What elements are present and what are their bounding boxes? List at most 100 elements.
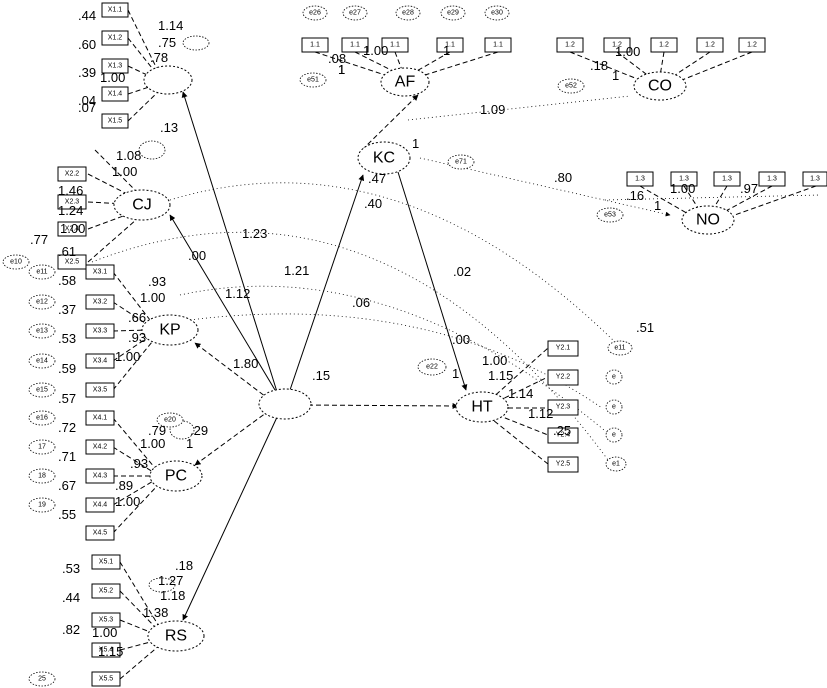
coef-struct-10: .00 bbox=[452, 332, 470, 347]
indicator-x5-5 bbox=[91, 671, 121, 687]
indicator-x3-2-label: X3.2 bbox=[93, 299, 108, 306]
coef-af-3: 1 bbox=[338, 62, 345, 77]
indicator-af-3 bbox=[381, 37, 409, 53]
indicator-co-3 bbox=[650, 37, 678, 53]
indicator-x2-3-label: X2.3 bbox=[65, 199, 80, 206]
latent-af-label: AF bbox=[395, 74, 416, 91]
coef-f-cov: .13 bbox=[160, 120, 178, 135]
indicator-af-2-label: 1.1 bbox=[350, 42, 360, 49]
latent-variables: AF CO KC NO CJ KP PC R bbox=[113, 65, 735, 652]
indicator-x5-5-label: X5.5 bbox=[99, 676, 114, 683]
error-e52-label: e52 bbox=[565, 83, 577, 90]
indicator-y2-5 bbox=[547, 456, 579, 473]
link-cj-5 bbox=[87, 211, 146, 263]
indicator-x3-5 bbox=[85, 382, 115, 398]
latent-rs-label: RS bbox=[165, 628, 187, 645]
indicator-y2-4 bbox=[547, 427, 579, 444]
coef-one-2: 1 bbox=[452, 366, 459, 381]
error-rs-res bbox=[148, 577, 176, 593]
indicator-x4-2-label: X4.2 bbox=[93, 444, 108, 451]
link-pc-5 bbox=[112, 484, 159, 534]
coef-pc-8: .67 bbox=[58, 478, 76, 493]
coef-kp-2: 1.00 bbox=[140, 290, 165, 305]
latent-ht-label: HT bbox=[471, 399, 493, 416]
coef-no-3: .97 bbox=[740, 181, 758, 196]
path-center-to-kp bbox=[194, 342, 271, 401]
indicators-no: 1.3 1.3 1.3 1.3 1.3 bbox=[626, 171, 827, 187]
path-center-to-ht bbox=[299, 402, 459, 409]
error-terms: e26 e27 e28 e29 e30 e51 e52 e53 e71 e22 … bbox=[2, 5, 633, 687]
link-af-5 bbox=[424, 51, 499, 76]
latent-no-label: NO bbox=[696, 212, 720, 229]
coef-af-2: 1.00 bbox=[363, 43, 388, 58]
error-e28 bbox=[395, 5, 421, 21]
indicator-af-5 bbox=[484, 37, 512, 53]
coef-one-1: 1 bbox=[412, 136, 419, 151]
indicator-no-2 bbox=[670, 171, 698, 187]
indicator-co-3-label: 1.2 bbox=[659, 42, 669, 49]
indicator-co-4 bbox=[696, 37, 724, 53]
coef-af-1: .08 bbox=[328, 51, 346, 66]
error-e13 bbox=[28, 323, 56, 339]
indicator-x2-4-label: X2.4 bbox=[65, 226, 80, 233]
link-rs-3 bbox=[119, 619, 156, 635]
coef-x1-misc-2: .75 bbox=[158, 35, 176, 50]
error-e19-label: 19 bbox=[38, 502, 46, 509]
link-x1-5 bbox=[127, 89, 161, 122]
indicator-y2-3 bbox=[547, 399, 579, 416]
latent-f-ellipse bbox=[143, 65, 193, 95]
indicator-x1-4 bbox=[101, 86, 129, 102]
indicators-x1: X1.1 X1.2 X1.3 X1.4 X1.5 bbox=[101, 2, 129, 129]
indicator-x5-4 bbox=[91, 642, 121, 658]
coef-pc-6: .72 bbox=[58, 420, 76, 435]
indicator-x1-1 bbox=[101, 2, 129, 18]
indicator-no-5-label: 1.3 bbox=[810, 176, 820, 183]
error-y2-3 bbox=[605, 399, 623, 415]
error-e18-label: 18 bbox=[38, 473, 46, 480]
indicator-y2-1 bbox=[547, 340, 579, 357]
indicator-no-2-label: 1.3 bbox=[679, 176, 689, 183]
link-no-5 bbox=[731, 185, 817, 217]
coef-pc-4: .89 bbox=[115, 478, 133, 493]
path-af-to-co bbox=[407, 95, 631, 121]
indicator-x5-3 bbox=[91, 612, 121, 628]
coef-struct-8: .47 bbox=[368, 171, 386, 186]
indicator-y2-1-label: Y2.1 bbox=[556, 345, 571, 352]
indicator-af-1-label: 1.1 bbox=[310, 42, 320, 49]
indicator-x5-1-label: X5.1 bbox=[99, 559, 114, 566]
indicator-x1-5 bbox=[101, 113, 129, 129]
indicator-x5-2 bbox=[91, 583, 121, 599]
error-y2-3-label: e bbox=[612, 404, 616, 411]
indicator-x4-4-label: X4.4 bbox=[93, 502, 108, 509]
error-e30-label: e30 bbox=[491, 10, 503, 17]
coef-kp-7: .37 bbox=[58, 302, 76, 317]
indicator-y2-5-label: Y2.5 bbox=[556, 461, 571, 468]
coef-co-2: 1.00 bbox=[615, 44, 640, 59]
path-center-to-kc bbox=[289, 174, 365, 391]
latent-no: NO bbox=[681, 205, 735, 235]
latent-kp: KP bbox=[141, 314, 199, 346]
coef-pc-1: .79 bbox=[148, 423, 166, 438]
coef-cj-2: 1.00 bbox=[112, 164, 137, 179]
link-x1-1 bbox=[127, 9, 161, 76]
coef-ht-5: .25 bbox=[553, 423, 571, 438]
latent-ht: HT bbox=[455, 391, 509, 423]
coef-struct-13: .80 bbox=[554, 170, 572, 185]
indicator-af-1 bbox=[301, 37, 329, 53]
indicator-x4-3 bbox=[85, 468, 115, 484]
indicator-x3-2 bbox=[85, 294, 115, 310]
link-co-1 bbox=[569, 51, 641, 81]
error-e14 bbox=[28, 353, 56, 369]
error-e27 bbox=[342, 5, 368, 21]
coef-kp-9: .59 bbox=[58, 361, 76, 376]
link-pc-1 bbox=[112, 417, 156, 469]
indicator-x3-5-label: X3.5 bbox=[93, 387, 108, 394]
indicator-x1-3 bbox=[101, 58, 129, 74]
latent-rs: RS bbox=[147, 620, 205, 652]
latent-f bbox=[143, 65, 193, 95]
indicator-x2-4 bbox=[57, 221, 87, 237]
indicator-af-5-label: 1.1 bbox=[493, 42, 503, 49]
coef-struct-4: 1.12 bbox=[225, 286, 250, 301]
link-rs-2 bbox=[119, 590, 159, 631]
